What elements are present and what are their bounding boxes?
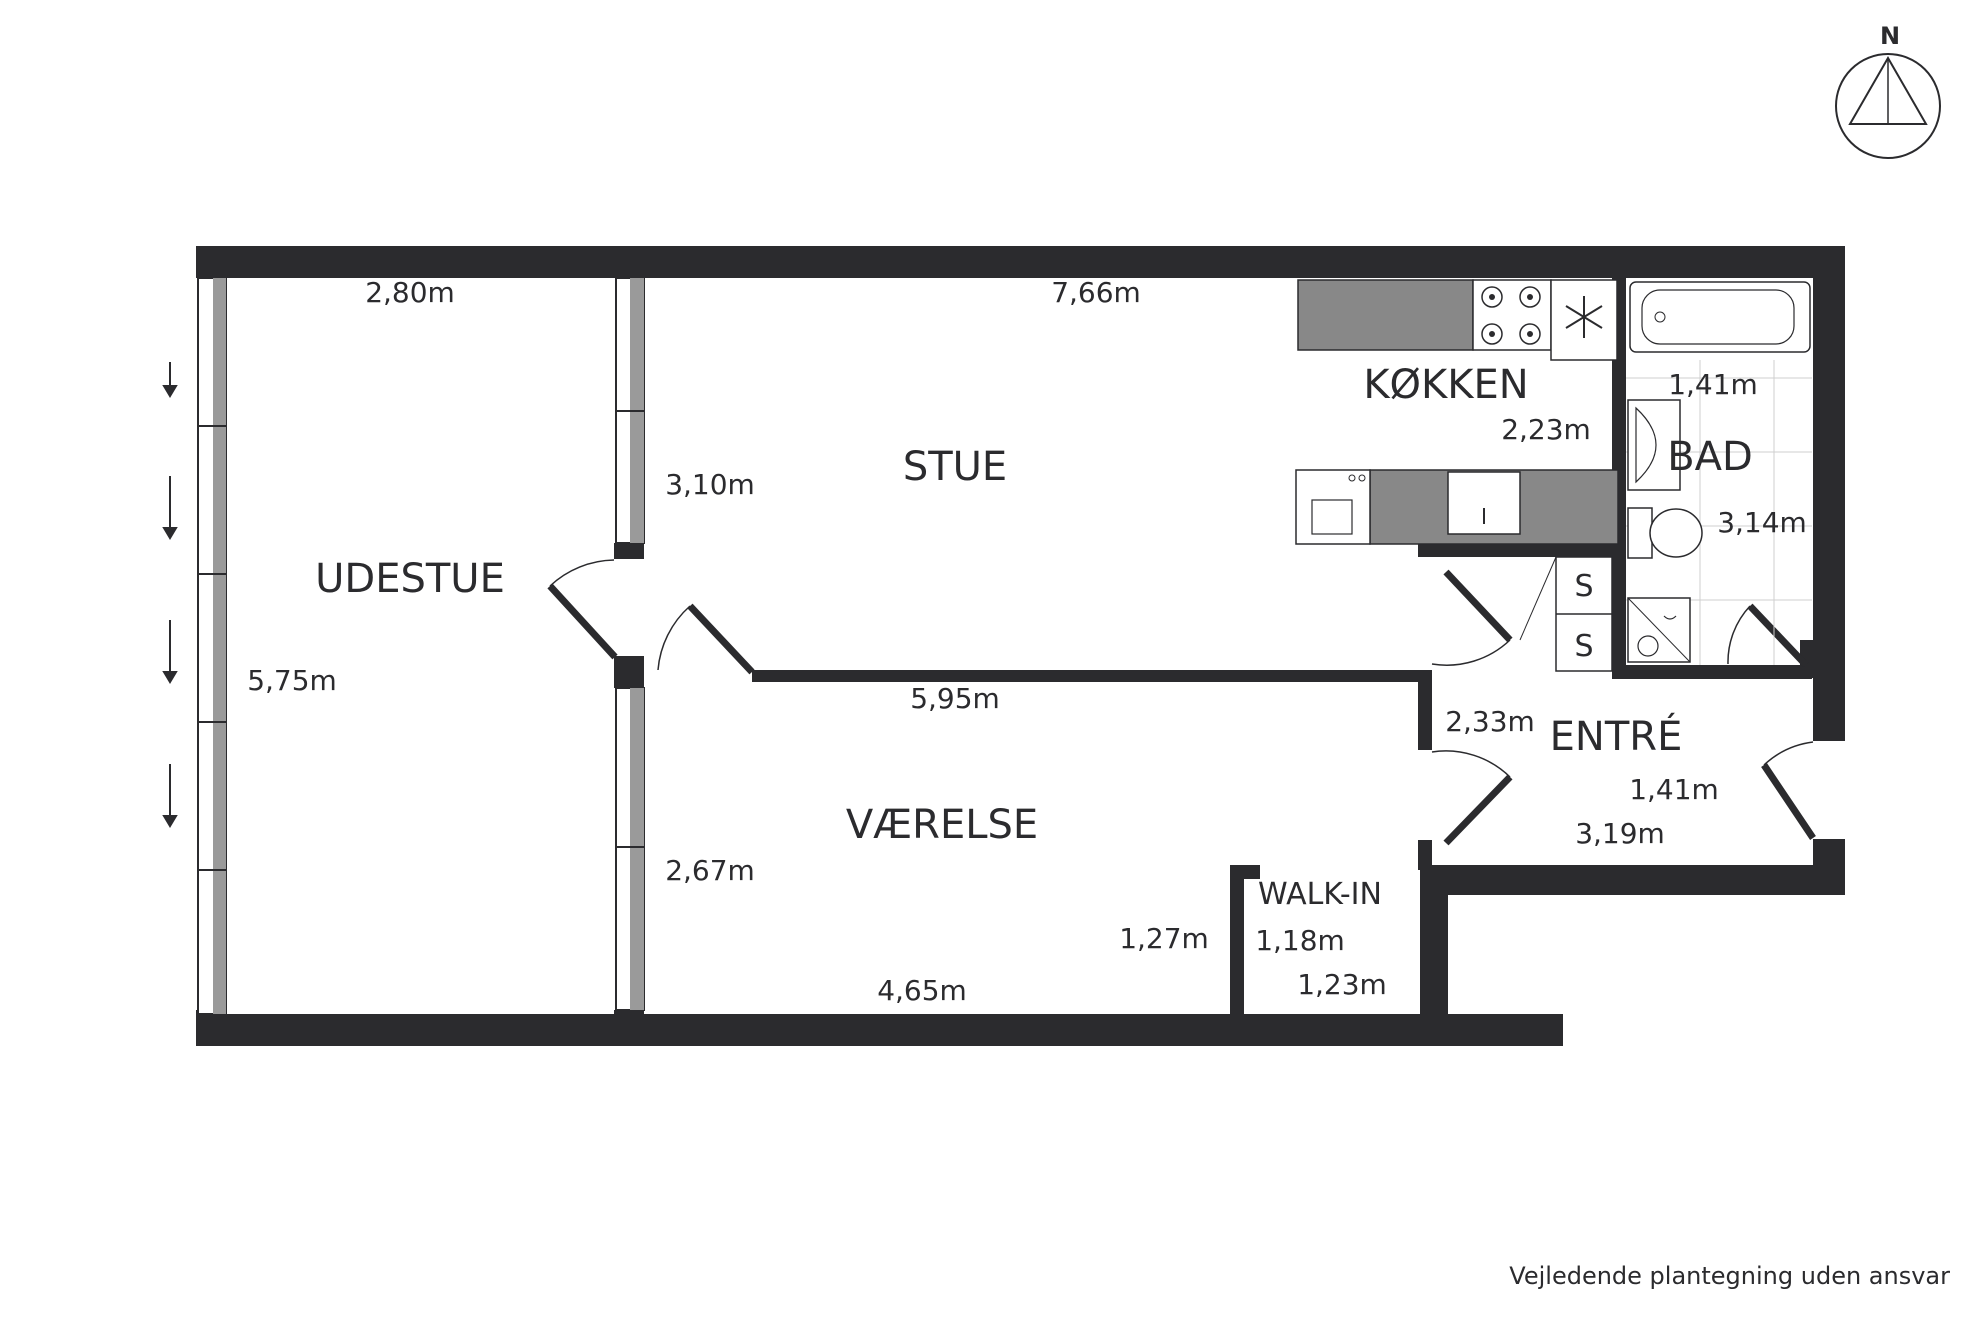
north-label: N (1880, 22, 1900, 50)
dim-entre-b: 1,41m (1629, 773, 1719, 806)
dim-vaerelse-wall: 1,27m (1119, 922, 1209, 955)
walls (196, 246, 1845, 1046)
arrow-down-icon (162, 764, 178, 828)
dim-vaerelse-depth: 2,67m (665, 854, 755, 887)
dim-entre-c: 3,19m (1575, 817, 1665, 850)
room-label-vaerelse: VÆRELSE (846, 802, 1038, 848)
closet-mark: S (1574, 569, 1593, 604)
dim-stue-depth: 3,10m (665, 468, 755, 501)
dim-walkin-a: 1,18m (1255, 924, 1345, 957)
compass: N (1835, 22, 1941, 159)
disclaimer-text: Vejledende plantegning uden ansvar (1509, 1262, 1950, 1290)
sink-icon (1447, 471, 1521, 535)
dishwasher-icon (1295, 469, 1371, 545)
shower-icon (1627, 597, 1691, 663)
dimension-labels: 2,80m 5,75m 7,66m 3,10m 5,95m 2,23m 1,41… (247, 276, 1807, 1007)
washing-machine-icon (1663, 615, 1677, 620)
arrow-down-icon (162, 476, 178, 540)
sliding-arrows (162, 362, 178, 828)
glass-walls (197, 277, 645, 1015)
room-label-entre: ENTRÉ (1550, 712, 1683, 760)
room-label-udestue: UDESTUE (315, 556, 505, 602)
room-label-koekken: KØKKEN (1363, 362, 1528, 408)
room-labels: UDESTUE STUE KØKKEN BAD VÆRELSE ENTRÉ WA… (315, 362, 1753, 912)
toilet-icon (1627, 507, 1703, 559)
dim-udestue-width: 2,80m (365, 276, 455, 309)
dim-bad-width: 1,41m (1668, 368, 1758, 401)
closet: S S (1519, 556, 1613, 672)
dim-udestue-length: 5,75m (247, 664, 337, 697)
kitchen (1295, 279, 1619, 545)
doors (547, 559, 1816, 846)
dim-entre-a: 2,33m (1445, 705, 1535, 738)
arrow-down-icon (162, 620, 178, 684)
washbasin-icon (1627, 399, 1681, 491)
dim-koekken: 2,23m (1501, 413, 1591, 446)
dim-bad-length: 3,14m (1717, 506, 1807, 539)
stove-icon (1472, 279, 1552, 351)
closet-mark: S (1574, 629, 1593, 664)
room-label-bad: BAD (1667, 434, 1753, 480)
room-label-walkin: WALK-IN (1258, 877, 1382, 912)
dim-vaerelse-width: 4,65m (877, 974, 967, 1007)
arrow-down-icon (162, 362, 178, 398)
dim-walkin-b: 1,23m (1297, 968, 1387, 1001)
dim-stue-width: 7,66m (1051, 276, 1141, 309)
bathroom (1626, 281, 1812, 665)
freezer-icon (1550, 279, 1618, 361)
bathtub-icon (1629, 281, 1811, 353)
north-arrow-icon (1835, 53, 1941, 159)
room-label-stue: STUE (903, 444, 1007, 490)
dim-stue-wall: 5,95m (910, 682, 1000, 715)
